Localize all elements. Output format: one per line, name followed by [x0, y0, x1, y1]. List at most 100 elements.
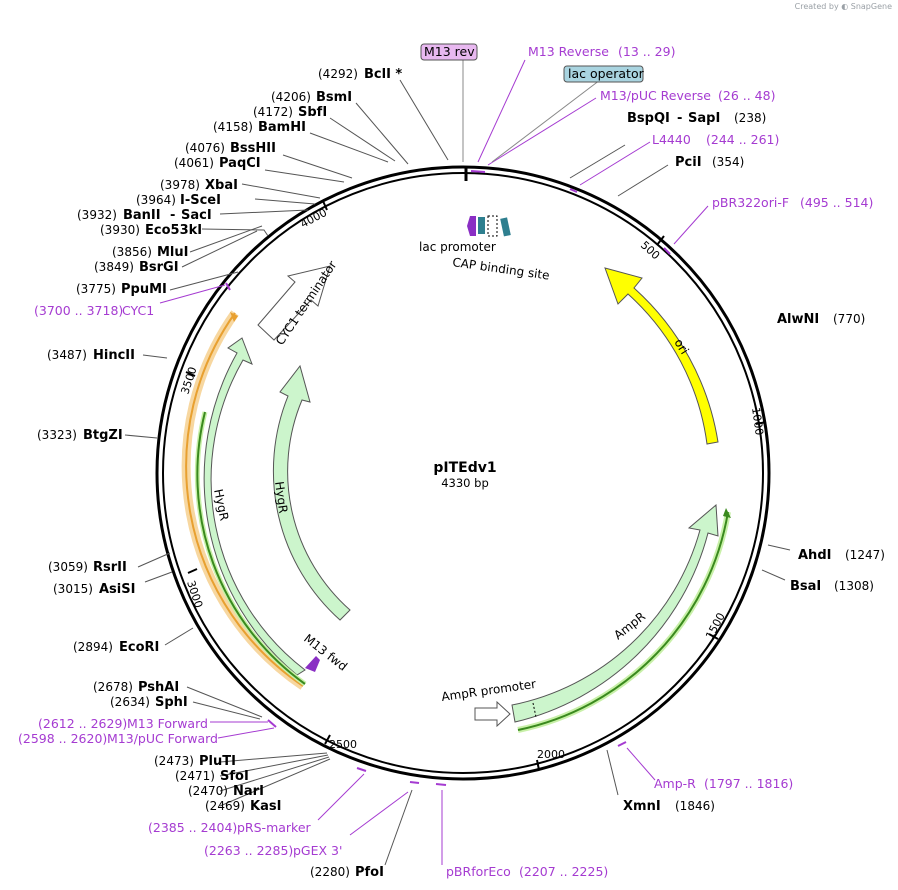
tick-label-2500: 2500	[329, 738, 357, 751]
site-pos-eco53ki: (3930)	[100, 223, 140, 237]
site-name-pshai: PshAI	[138, 680, 179, 695]
primer-name-prs-marker: pRS-marker	[237, 820, 312, 835]
site-pos-banii: (3932)	[77, 208, 117, 222]
site-connectors	[124, 79, 791, 866]
hygr-orange-arrowhead	[230, 312, 238, 322]
site-name-bspqi: BspQI	[627, 111, 670, 126]
site-name-pluti: PluTI	[199, 754, 236, 769]
primer-range-m13puc-reverse: (26 .. 48)	[718, 88, 775, 103]
site-pos-bsai: (1308)	[834, 579, 874, 593]
site-name-bsshii: BssHII	[230, 141, 276, 156]
snapgene-logo-icon: ◐	[841, 2, 849, 11]
site-pos-mlui: (3856)	[112, 245, 152, 259]
lac-region	[467, 215, 511, 237]
site-name-paqci: PaqCI	[219, 156, 261, 171]
hygr-outer-label: HygR	[211, 488, 231, 522]
site-pos-sbfi: (4172)	[253, 105, 293, 119]
primer-connectors	[159, 59, 709, 865]
primer-name-amp-r: Amp-R	[654, 776, 696, 791]
hygr-inner-feature	[272, 364, 351, 621]
site-pos-pluti: (2473)	[154, 754, 194, 768]
site-name-pfoi: PfoI	[355, 865, 384, 880]
ampr-orf-arrowhead	[723, 508, 731, 518]
site-pos-pcii: (354)	[712, 155, 744, 169]
site-name-sapi: SapI	[688, 111, 720, 126]
site-name-kasi: KasI	[250, 799, 281, 814]
lac-operator-box-bg	[563, 65, 644, 83]
tick-marks	[185, 167, 767, 771]
primer-range-pbrforeco: (2207 .. 2225)	[519, 864, 608, 879]
site-name-banii: BanII	[123, 208, 161, 223]
backbone-outer-ring	[155, 165, 771, 781]
site-dash-banii: -	[170, 208, 175, 223]
primer-name-m13puc-forward: M13/pUC Forward	[107, 731, 218, 746]
site-name-ecori: EcoRI	[119, 640, 159, 655]
m13-rev-feature	[467, 216, 476, 236]
site-pos-pshai: (2678)	[93, 680, 133, 694]
ori-feature	[604, 267, 719, 445]
primer-range-prs-marker: (2385 .. 2404)	[148, 820, 237, 835]
m13-rev-box-label: M13 rev	[424, 44, 475, 59]
lac-operator-box: lac operator	[563, 65, 645, 83]
site-pos-bsrgi: (3849)	[94, 260, 134, 274]
credit-brand: SnapGene	[850, 2, 892, 11]
site-pos-alwni: (770)	[833, 312, 865, 326]
right-sites: BspQI - SapI (238) PciI (354) AlwNI (770…	[623, 111, 885, 814]
site-name-saci: SacI	[181, 208, 212, 223]
site-pos-hincii: (3487)	[47, 348, 87, 362]
site-name-eco53ki: Eco53kI	[145, 223, 202, 238]
lac-promoter-label: lac promoter	[419, 240, 496, 254]
site-pos-asisi: (3015)	[53, 582, 93, 596]
hygr-green-orf	[196, 411, 306, 685]
site-pos-bamhi: (4158)	[213, 120, 253, 134]
site-name-sphi: SphI	[155, 695, 188, 710]
site-pos-xbai: (3978)	[160, 178, 200, 192]
primer-name-m13-reverse: M13 Reverse	[528, 44, 609, 59]
site-pos-sfoi: (2471)	[175, 769, 215, 783]
tick-label-4000: 4000	[298, 206, 329, 231]
hygr-outer-feature	[203, 337, 306, 676]
m13-fwd-feature	[305, 656, 320, 672]
site-name-btgzi: BtgZI	[83, 428, 123, 443]
cap-binding-site-feature	[500, 217, 511, 237]
site-name-sbfi: SbfI	[298, 105, 327, 120]
site-name-bamhi: BamHI	[258, 120, 306, 135]
site-pos-paqci: (4061)	[174, 156, 214, 170]
site-name-asisi: AsiSI	[99, 582, 135, 597]
site-name-xbai: XbaI	[205, 178, 238, 193]
primer-range-l4440: (244 .. 261)	[706, 132, 779, 147]
ampr-feature	[511, 503, 719, 723]
site-dash-bspqi: -	[677, 111, 682, 126]
primer-range-pgex3: (2263 .. 2285)	[204, 843, 293, 858]
primer-range-amp-r: (1797 .. 1816)	[704, 776, 793, 791]
primer-name-cyc1: CYC1	[122, 303, 154, 318]
ampr-promoter-feature	[474, 700, 511, 728]
site-pos-i-scei: (3964)	[136, 193, 176, 207]
primer-marks	[225, 170, 671, 786]
site-name-nari: NarI	[233, 784, 264, 799]
site-name-bsmi: BsmI	[316, 90, 352, 105]
primer-name-pbrforeco: pBRforEco	[446, 864, 511, 879]
site-name-rsrii: RsrII	[93, 560, 127, 575]
tick-label-1000: 1000	[749, 407, 766, 437]
backbone-inner-ring	[162, 172, 764, 774]
snapgene-credit: Created by ◐ SnapGene	[795, 2, 892, 11]
site-name-pcii: PciI	[675, 155, 702, 170]
primer-range-m13-reverse: (13 .. 29)	[618, 44, 675, 59]
site-name-bsai: BsaI	[790, 579, 821, 594]
box-connectors	[462, 58, 601, 163]
primer-name-pgex3: pGEX 3'	[293, 843, 342, 858]
hygr-inner-label: HygR	[272, 480, 290, 514]
site-pos-kasi: (2469)	[205, 799, 245, 813]
site-pos-nari: (2470)	[188, 784, 228, 798]
ampr-orf	[517, 511, 729, 731]
site-pos-sphi: (2634)	[110, 695, 150, 709]
site-pos-bsmi: (4206)	[271, 90, 311, 104]
primer-name-m13-forward: M13 Forward	[127, 716, 208, 731]
site-pos-bspqi: (238)	[734, 111, 766, 125]
tick-label-1500: 1500	[703, 611, 728, 642]
site-name-i-scei: I-SceI	[180, 193, 221, 208]
lac-promoter-feature	[487, 215, 498, 237]
m13-rev-box-bg	[420, 43, 478, 61]
